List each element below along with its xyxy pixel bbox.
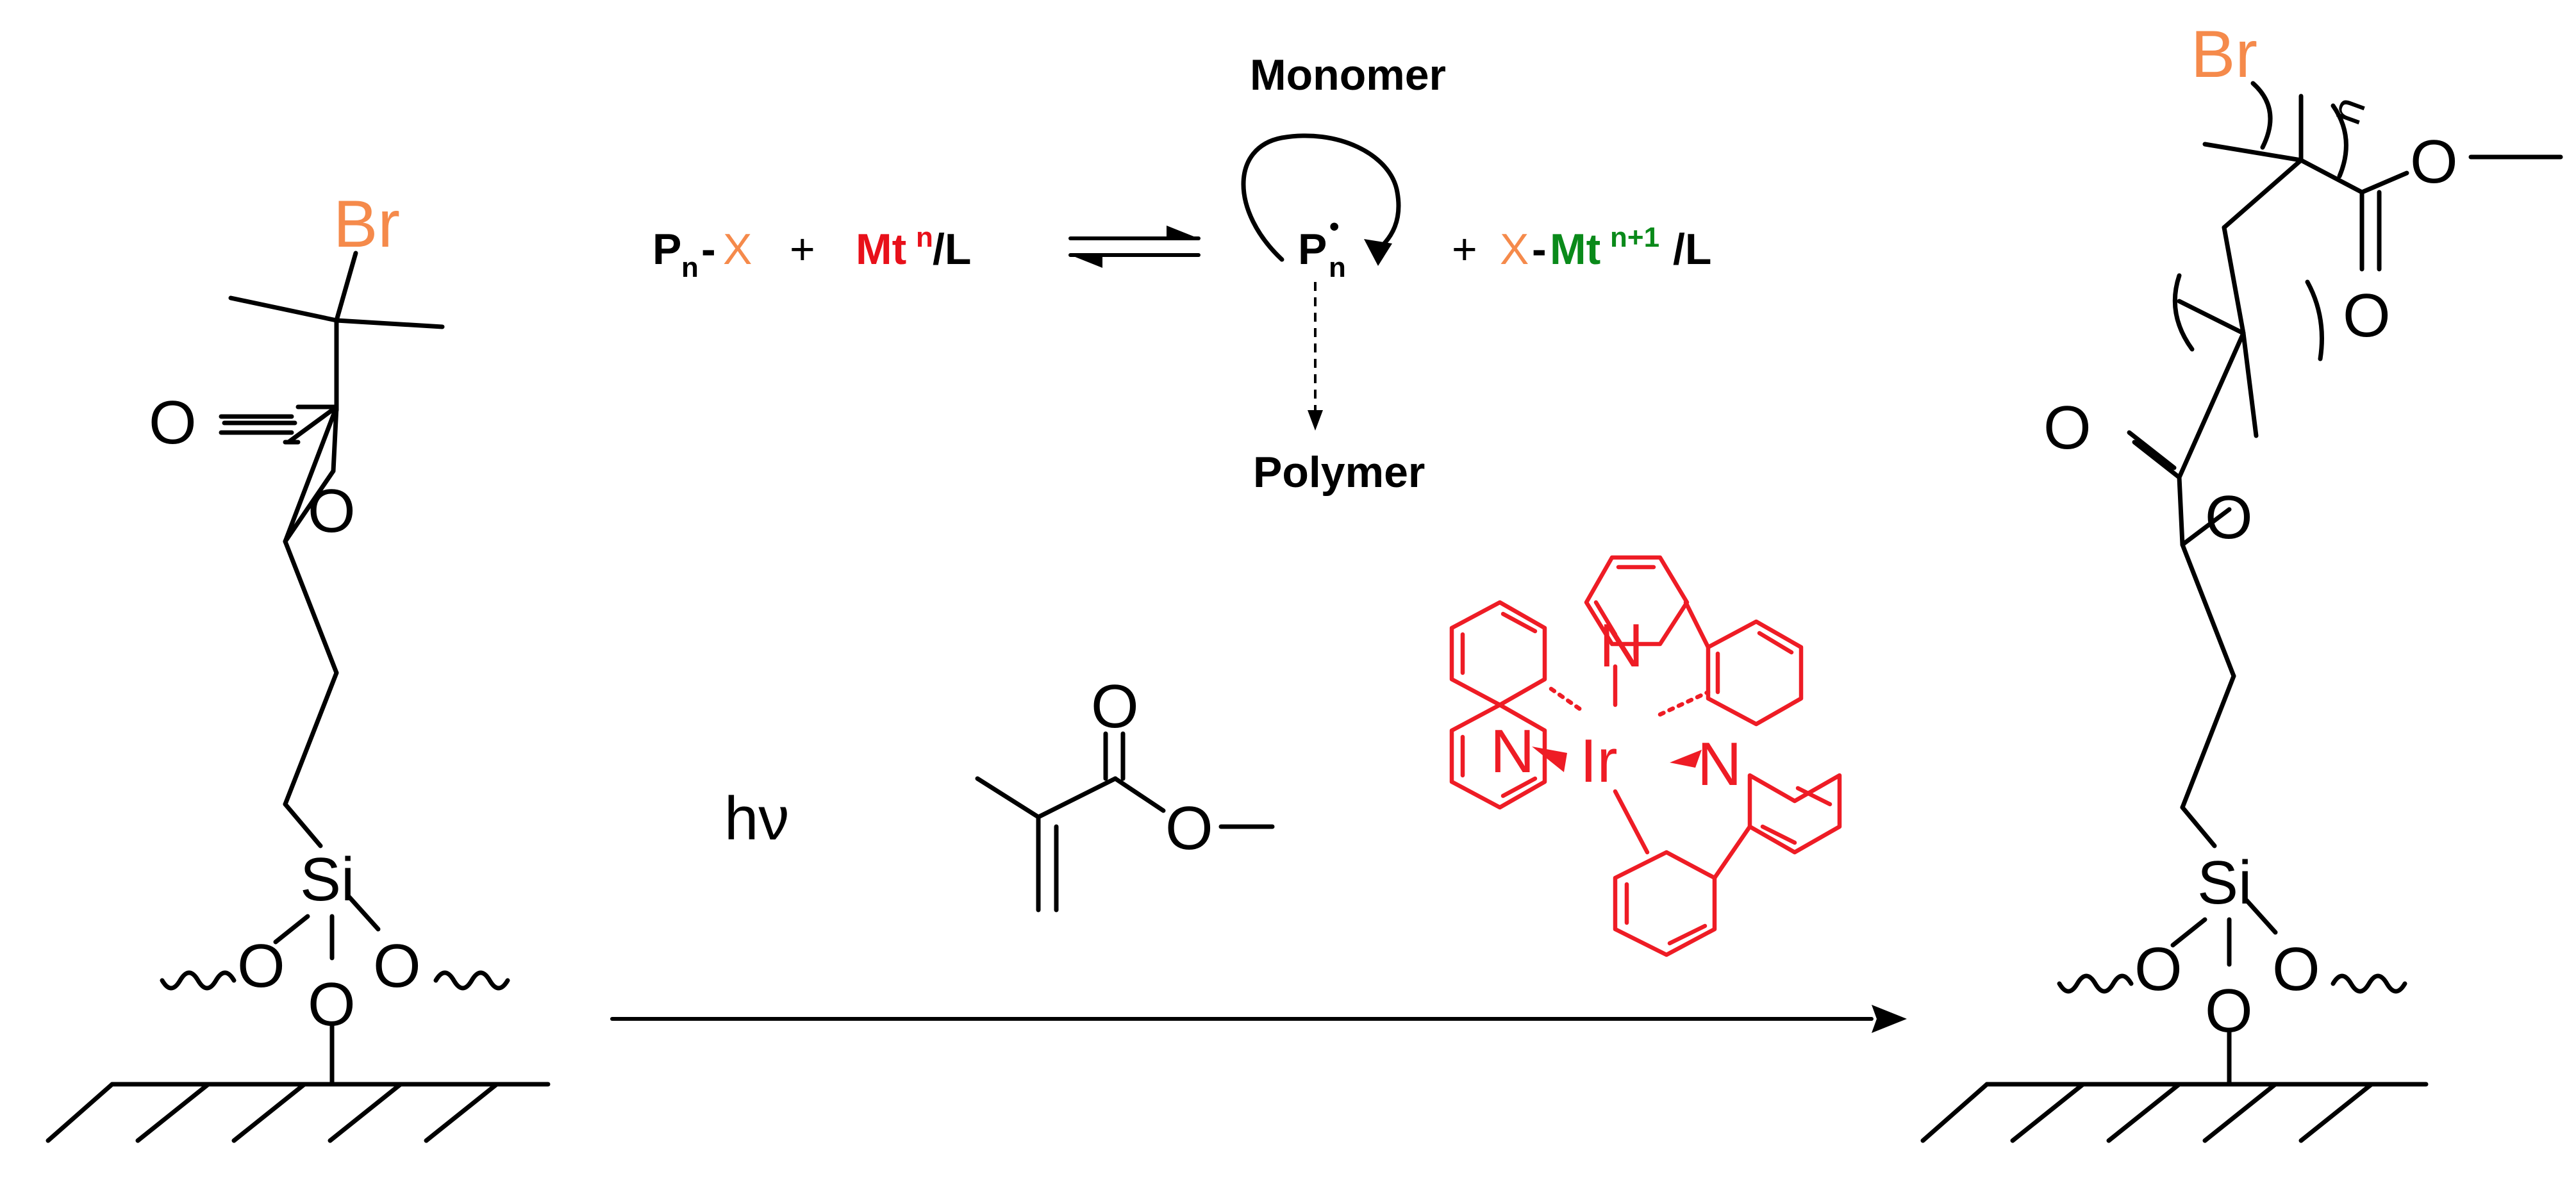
ir-nitrogen-left: N [1490,717,1534,786]
mma-ester-oxygen: O [1165,794,1213,863]
right-siloxy-oxygen-bottom: O [2205,977,2253,1045]
left-siloxy-oxygen-right: O [373,932,421,1000]
plus-sign-1: + [790,225,815,274]
activator-complex: Mt n /L [856,222,971,274]
left-surface [46,1082,551,1143]
deactivator-metal: Mt [1550,225,1600,274]
light-irradiation-label: hν [724,784,789,853]
right-side-carbonyl-oxygen: O [2343,281,2391,350]
radical-dot: • [1329,211,1339,242]
right-silicon-label: Si [2197,848,2252,917]
left-siloxy-oxygen-left: O [237,932,285,1000]
left-carbonyl-oxygen-label: O [149,388,197,457]
monomer-arrow-head [1364,239,1392,266]
left-bromine-label: Br [333,187,400,261]
propagating-radical: P n • [1298,211,1346,283]
dormant-p-subscript: n [681,252,699,283]
polymer-label: Polymer [1253,448,1425,497]
monomer-label: Monomer [1250,51,1446,99]
ir-ppy3-photocatalyst: N N N Ir [1449,555,1842,957]
ir-nitrogen-right: N [1697,730,1741,798]
propagation-arrow-head [1308,410,1323,431]
right-surface [1920,1082,2429,1143]
right-bonds [2057,81,2563,1087]
ir-nitrogen-top: N [1599,611,1643,680]
equilibrium-arrows [1068,226,1201,268]
mma-carbonyl-oxygen: O [1091,672,1139,741]
reaction-arrow [610,1005,1907,1033]
iridium-center: Ir [1580,727,1618,795]
deactivator-dash: - [1532,225,1547,274]
plus-sign-2: + [1452,225,1477,274]
right-side-ester-oxygen: O [2410,128,2458,196]
left-siloxy-oxygen-bottom: O [308,970,356,1039]
right-polymer-brush-structure: Br n O O O O Si O O O [1920,17,2563,1143]
deactivator-complex: X - Mt n+1 /L [1500,222,1711,274]
deactivator-oxidation-state: n+1 [1610,222,1659,253]
deactivator-halogen-x: X [1500,225,1529,274]
right-siloxy-oxygen-right: O [2272,935,2320,1003]
activator-metal: Mt [856,225,906,274]
dormant-halogen-x: X [723,225,752,274]
left-initiator-structure: Br O O Si O O O [46,187,551,1143]
methyl-methacrylate-structure: O O [975,672,1275,913]
right-ester-oxygen-label: O [2205,483,2253,552]
deactivator-ligand: /L [1673,225,1711,274]
right-bromine-label: Br [2191,17,2257,92]
radical-p-label: P [1298,225,1327,274]
activator-ligand: /L [933,225,971,274]
activator-oxidation-state: n [916,222,933,253]
left-bonds [160,251,510,1087]
repeat-unit-index: n [2320,90,2375,130]
right-siloxy-oxygen-left: O [2134,935,2182,1003]
left-ester-oxygen-label: O [308,477,356,545]
monomer-addition-arrow [1241,133,1401,262]
dormant-p-label: P [652,225,681,274]
dormant-chain-end: P n - X [652,225,752,283]
dormant-dash: - [701,225,716,274]
radical-p-subscript: n [1329,252,1346,283]
atrp-mechanism: Monomer P n - X + Mt n /L P n • [652,51,1711,497]
left-silicon-label: Si [300,845,354,914]
right-carbonyl-oxygen-label: O [2043,393,2091,462]
